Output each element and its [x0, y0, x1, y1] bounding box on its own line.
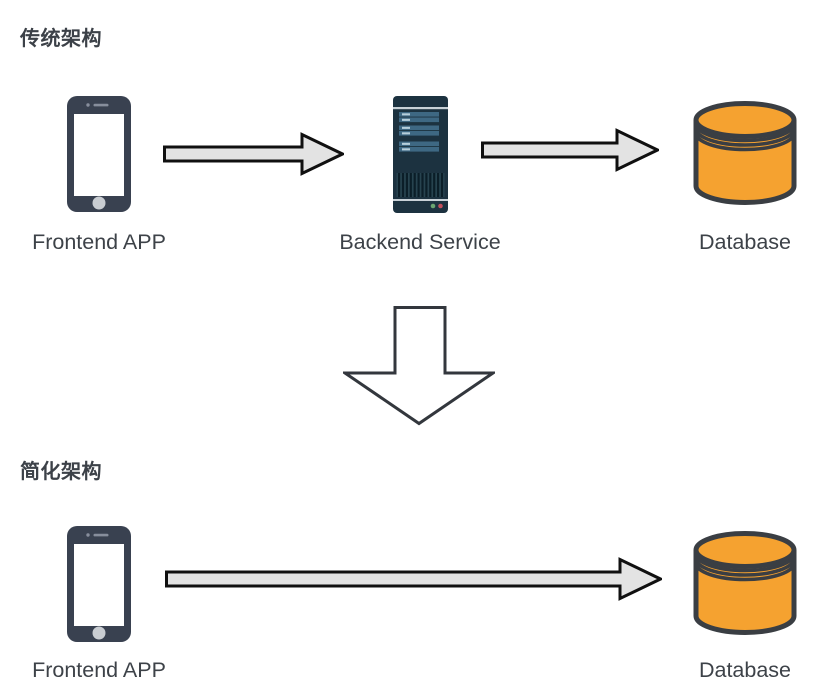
smartphone-icon: [67, 522, 131, 646]
flow-arrow-frontend-to-backend: [163, 132, 344, 176]
smartphone-icon: [67, 92, 131, 216]
section-title-traditional: 传统架构: [20, 28, 102, 50]
node-traditional-database: Database: [654, 92, 832, 255]
section-title-simplified: 简化架构: [20, 461, 102, 483]
transform-down-arrow-icon: [343, 306, 495, 426]
server-icon: [392, 92, 448, 216]
node-label-backend-service: Backend Service: [339, 230, 501, 254]
node-simplified-database: Database: [654, 522, 832, 683]
node-traditional-frontend: Frontend APP: [8, 92, 190, 255]
flow-arrow-backend-to-database: [481, 128, 659, 172]
database-icon: [692, 92, 798, 216]
node-label-database: Database: [698, 658, 792, 682]
node-simplified-frontend: Frontend APP: [8, 522, 190, 683]
node-label-frontend-app: Frontend APP: [32, 230, 166, 254]
node-traditional-backend: Backend Service: [329, 92, 511, 255]
flow-arrow-frontend-to-database: [165, 557, 662, 601]
database-icon: [692, 522, 798, 646]
node-label-database: Database: [698, 230, 792, 254]
node-label-frontend-app: Frontend APP: [32, 658, 166, 682]
